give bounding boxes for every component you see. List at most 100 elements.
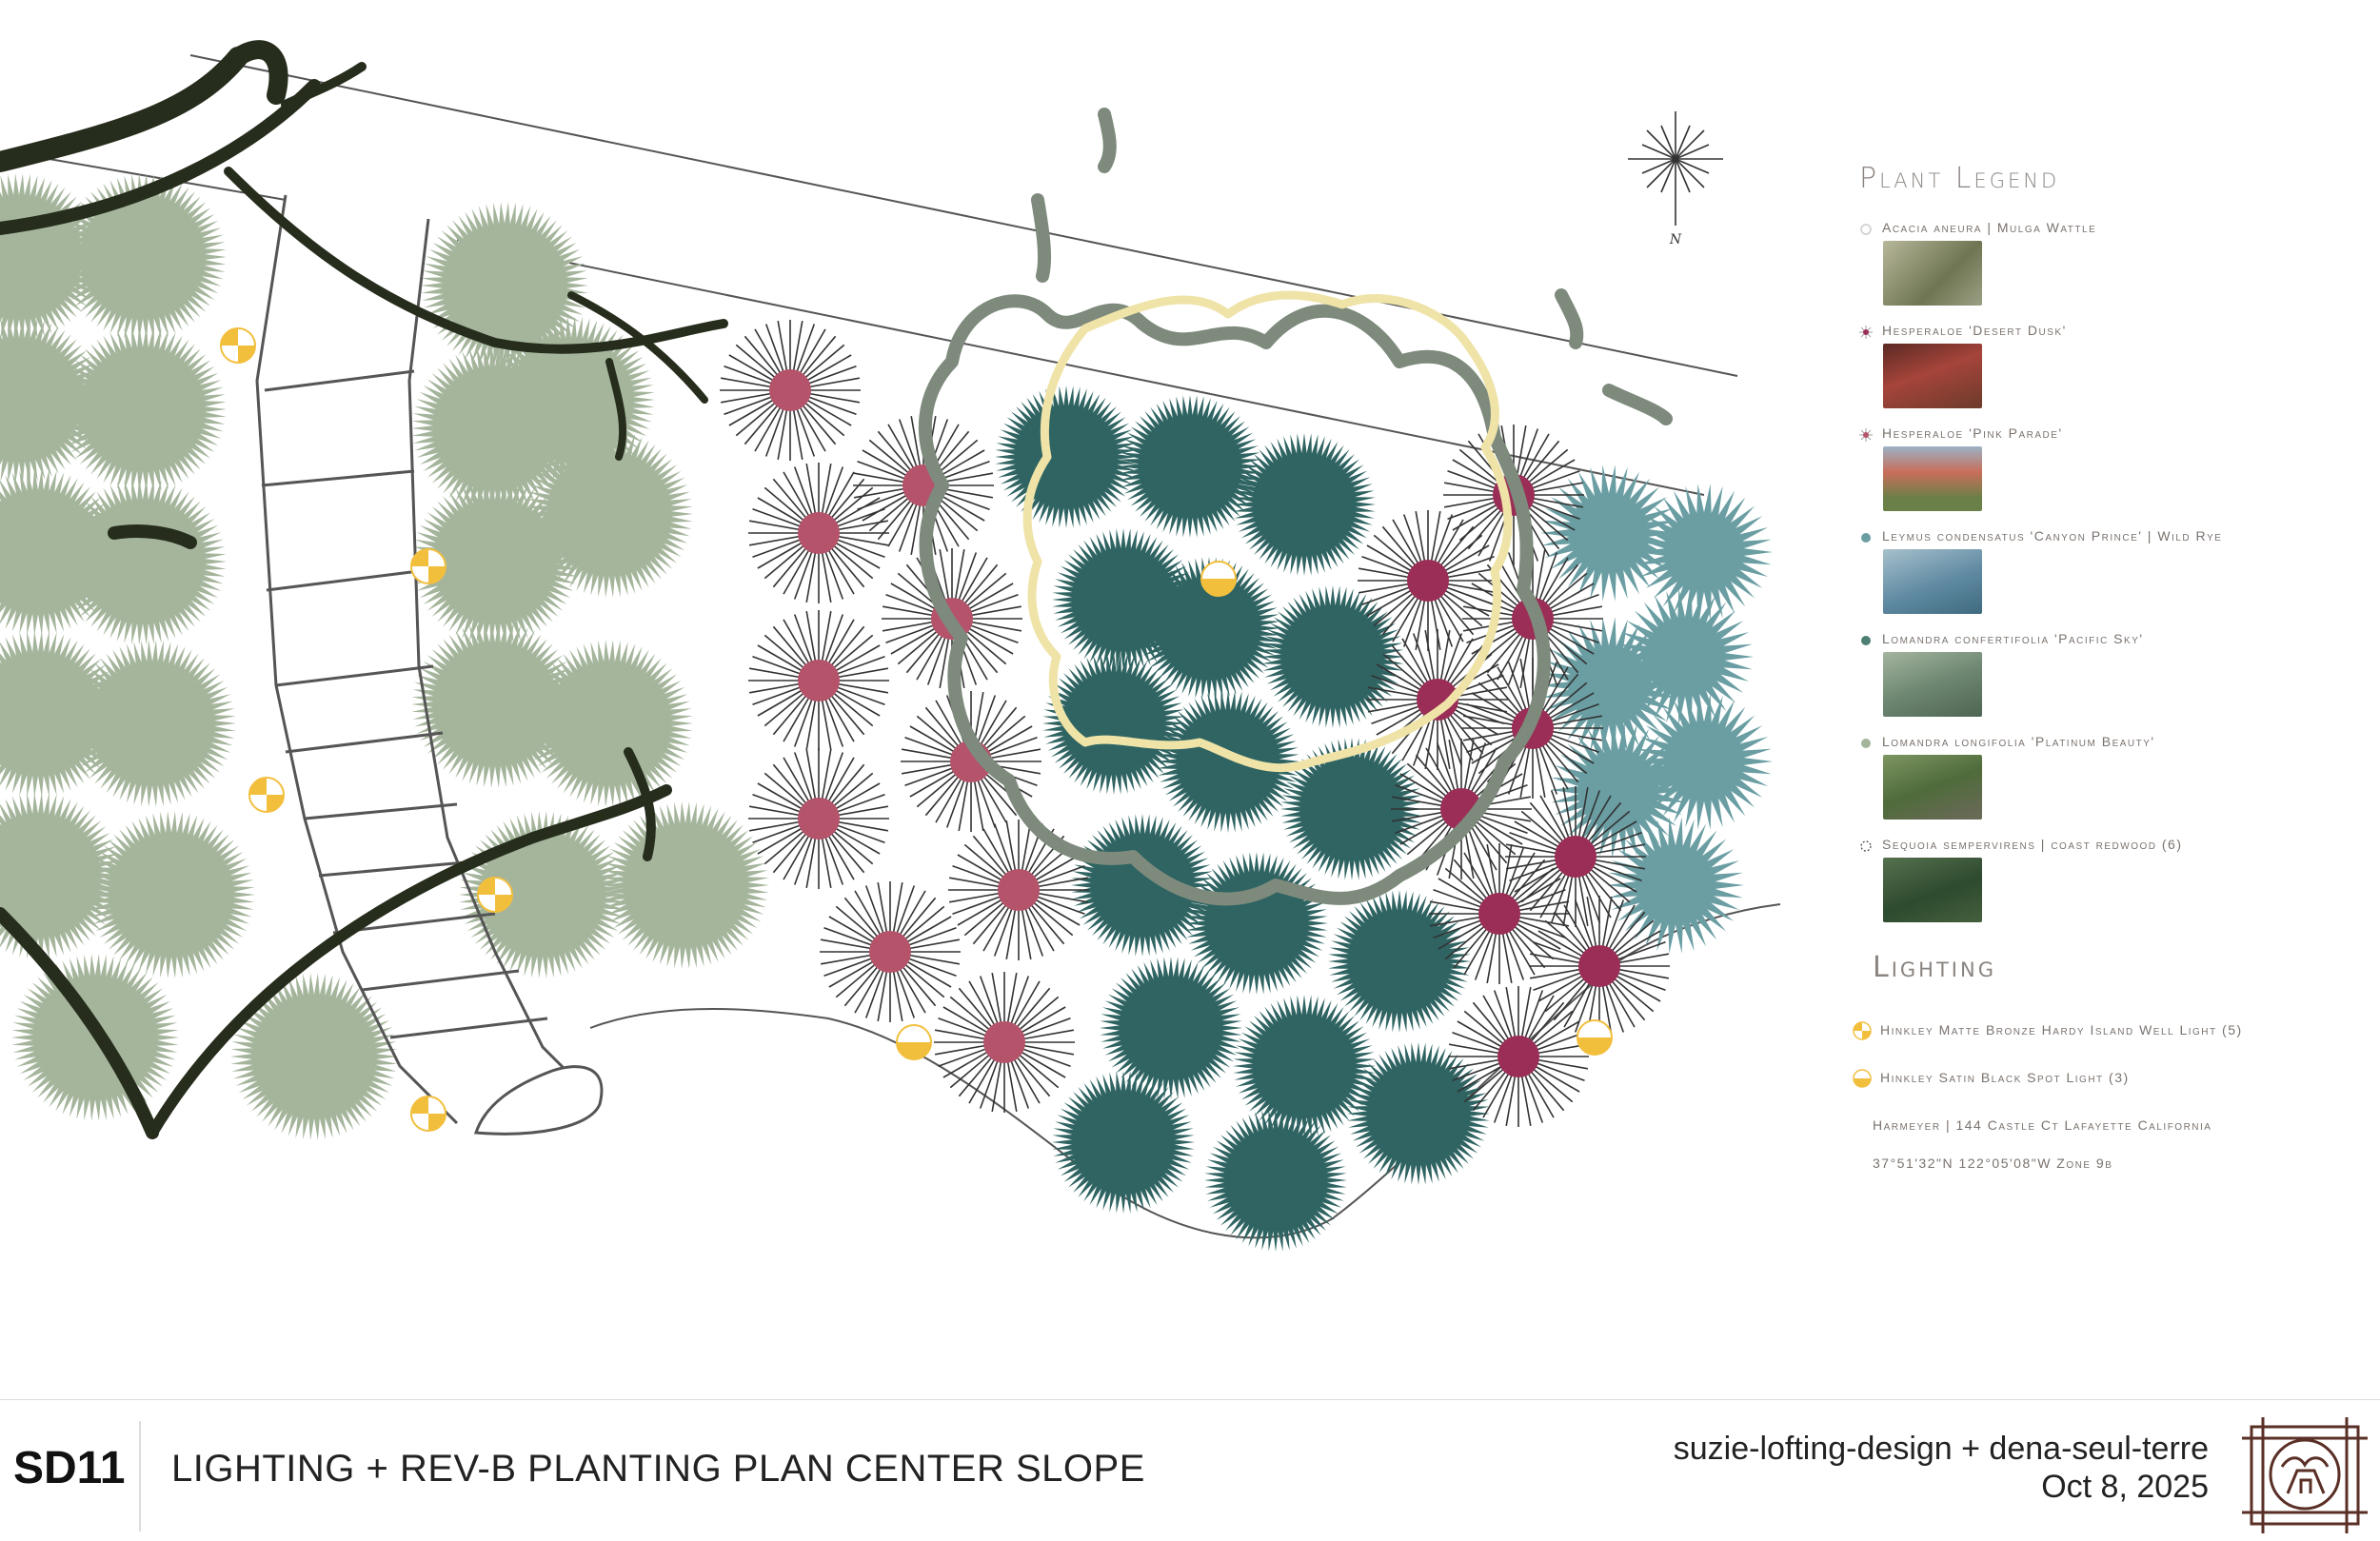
open-circle-icon	[1860, 224, 1872, 235]
lomandra-pacific-sky	[1071, 814, 1214, 957]
blue-spiky-icon	[1861, 533, 1871, 543]
lomandra-platinum-beauty	[59, 326, 227, 493]
leymus-canyon-prince	[1540, 464, 1677, 602]
lomandra-pacific-sky-group	[995, 385, 1490, 1252]
lomandra-pacific-sky	[1119, 395, 1261, 538]
lighting-title: Lighting	[1873, 951, 1996, 984]
lighting-item-well-light: Hinkley Matte Bronze Hardy Island Well L…	[1852, 1021, 2366, 1070]
lomandra-pacific-sky	[1233, 995, 1376, 1137]
well-light-marker	[248, 777, 285, 813]
lomandra-pacific-sky	[1138, 557, 1280, 700]
legend-item-leymus: Leymus condensatus 'Canyon Prince' | Wil…	[1852, 528, 2366, 631]
legend-title: Plant Legend	[1859, 162, 2060, 195]
lomandra-platinum-beauty	[0, 468, 122, 636]
legend-label: Acacia aneura | Mulga Wattle	[1882, 220, 2097, 235]
leymus-canyon-prince	[1607, 817, 1744, 954]
lomandra-platinum-beauty	[230, 973, 398, 1140]
lomandra-platinum-beauty	[59, 173, 227, 341]
well-light-marker	[477, 877, 513, 913]
leymus-canyon-prince-group	[1540, 464, 1773, 954]
title-block: SD11 LIGHTING + REV-B PLANTING PLAN CENT…	[0, 1399, 2380, 1541]
lomandra-pacific-sky	[1100, 957, 1242, 1099]
legend-label: Hesperaloe 'Pink Parade'	[1882, 425, 2063, 441]
title-divider	[139, 1421, 141, 1531]
lomandra-pacific-sky	[1204, 1109, 1347, 1252]
project-address: Harmeyer | 144 Castle Ct Lafayette Calif…	[1873, 1117, 2212, 1133]
legend-item-acacia: Acacia aneura | Mulga Wattle	[1852, 220, 2366, 323]
spot-light-marker	[1577, 1019, 1613, 1056]
well-light-marker	[410, 548, 446, 584]
spot-light-marker	[896, 1024, 932, 1060]
planting-plan-drawing	[0, 40, 1781, 1252]
plant-photo	[1883, 652, 1982, 717]
lomandra-pacific-sky	[1052, 1071, 1195, 1214]
quadrant-light-icon	[1853, 1021, 1872, 1040]
spot-light-marker	[1200, 561, 1237, 597]
lomandra-pacific-sky	[1157, 690, 1299, 833]
magenta-starburst-icon	[1859, 326, 1873, 339]
well-light-marker	[220, 327, 256, 364]
designer-credit: suzie-lofting-design + dena-seul-terre	[1673, 1431, 2209, 1467]
redwood-drip-line	[1022, 290, 1513, 773]
hesperaloe-plant	[1529, 896, 1670, 1037]
north-label: N	[1669, 232, 1682, 247]
lomandra-pacific-sky	[1042, 652, 1185, 795]
stepping-stone	[285, 731, 444, 754]
coast-redwood-trees	[0, 40, 728, 1139]
lomandra-pacific-sky	[1233, 433, 1376, 576]
leymus-canyon-prince	[1636, 484, 1773, 621]
teal-dot-icon	[1861, 636, 1871, 645]
hesperaloe-plant	[748, 610, 889, 751]
lomandra-platinum-beauty	[526, 640, 693, 807]
project-coordinates: 37°51'32"N 122°05'08"W Zone 9b	[1873, 1156, 2113, 1171]
dashed-circle-icon	[1860, 840, 1872, 852]
stepping-stone	[361, 969, 520, 992]
hesperaloe-plant	[1429, 843, 1570, 984]
lomandra-platinum-beauty	[526, 430, 693, 598]
stepping-stone	[266, 569, 420, 592]
lomandra-platinum-beauty	[0, 792, 122, 959]
plant-photo	[1883, 344, 1982, 408]
acacia-shrub-outline	[918, 108, 1673, 906]
stepping-stone	[264, 369, 415, 392]
lomandra-platinum-beauty	[59, 478, 227, 645]
legend-label: Sequoia sempervirens | coast redwood (6)	[1882, 837, 2183, 852]
hesperaloe-plant	[948, 820, 1089, 960]
north-arrow-icon: N	[1628, 111, 1723, 247]
boulder	[473, 1065, 604, 1136]
lighting-fixtures	[220, 327, 1613, 1132]
hesperaloe-plant	[1391, 739, 1532, 879]
stepping-stone	[318, 859, 477, 878]
lomandra-pacific-sky	[1261, 585, 1404, 728]
lomandra-pacific-sky	[1280, 738, 1423, 880]
lomandra-platinum-beauty-group	[0, 173, 769, 1140]
designer-logo-icon	[2242, 1417, 2368, 1533]
sheet-title: LIGHTING + REV-B PLANTING PLAN CENTER SL…	[171, 1448, 1145, 1490]
lomandra-platinum-beauty	[411, 621, 579, 788]
lomandra-platinum-beauty	[88, 811, 255, 978]
plant-photo	[1883, 549, 1982, 614]
plant-legend: Plant Legend Acacia aneura | Mulga Wattl…	[1852, 162, 2366, 1194]
leymus-canyon-prince	[1636, 693, 1773, 830]
hesperaloe-plant	[1448, 986, 1589, 1127]
sage-dot-icon	[1861, 739, 1871, 748]
legend-label: Leymus condensatus 'Canyon Prince' | Wil…	[1882, 528, 2223, 543]
hesperaloe-plant	[934, 972, 1075, 1113]
lighting-label: Hinkley Matte Bronze Hardy Island Well L…	[1880, 1022, 2243, 1037]
lomandra-platinum-beauty	[602, 801, 769, 969]
plant-photo	[1883, 858, 1982, 922]
well-light-marker	[410, 1096, 446, 1132]
plant-photo	[1883, 446, 1982, 511]
legend-item-pink-parade: Hesperaloe 'Pink Parade'	[1852, 425, 2366, 528]
stepping-stone	[389, 1017, 548, 1039]
hesperaloe-plant	[1505, 786, 1646, 927]
lomandra-platinum-beauty	[0, 630, 122, 798]
lomandra-platinum-beauty	[69, 640, 236, 807]
legend-label: Hesperaloe 'Desert Dusk'	[1882, 323, 2067, 338]
legend-item-pacific-sky: Lomandra confertifolia 'Pacific Sky'	[1852, 631, 2366, 734]
half-light-icon	[1853, 1069, 1872, 1088]
legend-item-desert-dusk: Hesperaloe 'Desert Dusk'	[1852, 323, 2366, 425]
hesperaloe-plant	[748, 463, 889, 603]
hesperaloe-plant	[820, 881, 961, 1022]
sheet-date: Oct 8, 2025	[2041, 1469, 2209, 1505]
